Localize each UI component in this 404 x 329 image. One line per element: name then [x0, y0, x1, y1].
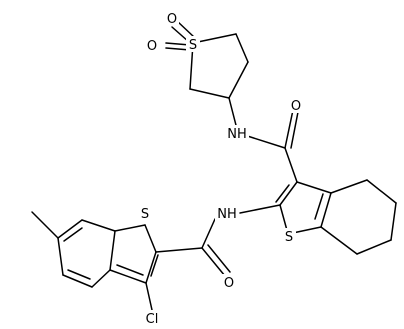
bonds	[31, 20, 397, 311]
bond	[275, 184, 290, 203]
bond	[63, 227, 83, 242]
bond	[290, 111, 299, 149]
bond	[145, 251, 157, 284]
atom-labels: O O S NH O S NH S	[138, 10, 304, 327]
bond	[207, 244, 231, 273]
bond	[356, 239, 392, 255]
bond	[235, 33, 249, 63]
nh-label: NH	[215, 205, 239, 222]
bond	[109, 230, 116, 271]
bond	[189, 88, 230, 99]
svg-text:S: S	[285, 230, 293, 245]
sulfur-label: S	[282, 228, 296, 245]
bond	[176, 20, 195, 38]
bond	[320, 192, 332, 228]
oxygen-label: O	[222, 274, 237, 291]
bond	[81, 219, 116, 232]
svg-text:O: O	[167, 12, 177, 27]
oxygen-label: O	[145, 37, 160, 54]
bond	[109, 269, 147, 284]
bond	[114, 224, 146, 232]
bond	[155, 247, 203, 253]
bond	[279, 181, 298, 206]
oxygen-label: O	[289, 97, 304, 114]
sulfur-label: S	[186, 36, 200, 53]
svg-text:S: S	[141, 207, 149, 222]
oxygen-label: O	[165, 10, 179, 27]
svg-text:NH: NH	[217, 207, 237, 222]
svg-text:Cl: Cl	[146, 312, 159, 327]
bond	[366, 179, 397, 204]
chlorine-label: Cl	[141, 310, 163, 327]
bond	[192, 33, 237, 44]
bond	[314, 193, 324, 220]
bond	[201, 247, 226, 277]
svg-text:O: O	[147, 39, 157, 54]
bond	[144, 224, 157, 253]
bond	[31, 211, 59, 239]
svg-text:S: S	[189, 38, 197, 53]
bond	[201, 218, 216, 249]
bond	[320, 226, 358, 255]
svg-text:O: O	[224, 276, 234, 291]
bond	[284, 147, 298, 183]
bond	[228, 61, 249, 99]
svg-text:NH: NH	[227, 127, 247, 142]
nh-label: NH	[225, 125, 249, 142]
bond	[67, 269, 91, 280]
bond	[150, 254, 159, 277]
bond	[296, 181, 332, 194]
bond	[330, 179, 368, 194]
sulfur-label: S	[138, 205, 152, 222]
bond	[239, 204, 281, 214]
bond	[284, 109, 294, 149]
bond	[145, 282, 153, 311]
bond	[57, 219, 83, 239]
bond	[57, 237, 64, 276]
bond	[62, 274, 93, 288]
bond	[91, 269, 111, 288]
bond	[116, 264, 144, 276]
bond	[390, 202, 397, 241]
svg-text:O: O	[291, 99, 301, 114]
